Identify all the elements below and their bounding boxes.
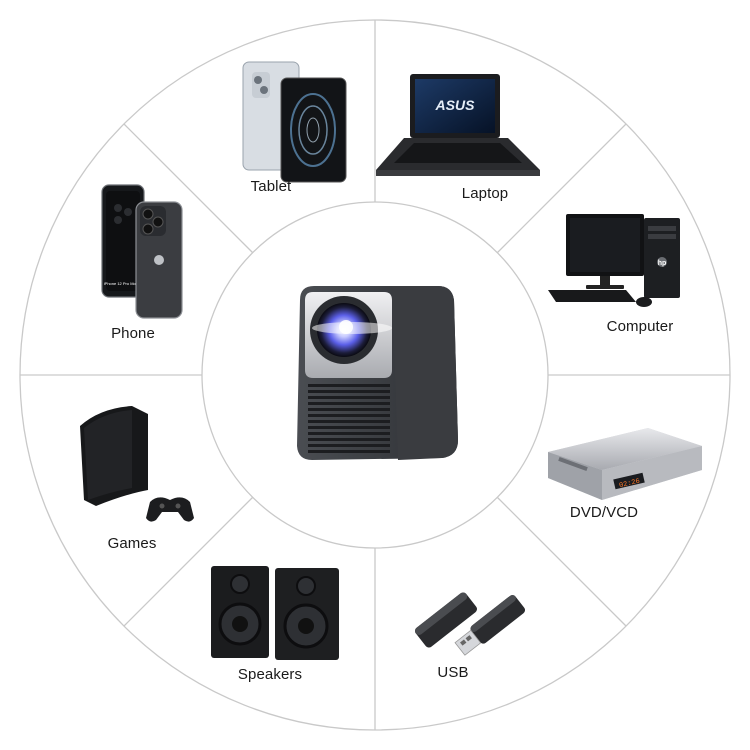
desktop-computer-icon: hp — [548, 214, 680, 307]
label-tablet: Tablet — [250, 178, 292, 195]
dvd-player-icon: 02:26 — [548, 428, 702, 500]
tablet-icon — [242, 61, 347, 183]
label-usb: USB — [437, 664, 469, 681]
projector-icon — [297, 286, 458, 460]
divider-line — [496, 496, 627, 627]
divider-line — [496, 123, 627, 254]
divider-line — [123, 123, 254, 254]
laptop-brand-text: ASUS — [435, 97, 476, 113]
speakers-icon — [211, 566, 339, 660]
divider-line — [123, 496, 254, 627]
laptop-icon: ASUS — [376, 74, 540, 176]
label-dvd: DVD/VCD — [569, 504, 639, 521]
phone-icon: iPhone 12 Pro Mockup — [101, 184, 183, 319]
label-laptop: Laptop — [461, 185, 509, 202]
computer-brand-text: hp — [658, 260, 667, 267]
label-speakers: Speakers — [237, 666, 303, 683]
game-console-icon — [80, 406, 194, 522]
label-games: Games — [107, 535, 157, 552]
label-computer: Computer — [606, 318, 674, 335]
label-phone: Phone — [111, 325, 155, 342]
usb-drive-icon — [415, 592, 526, 656]
phone-screen-text: iPhone 12 Pro Mockup — [104, 281, 145, 286]
